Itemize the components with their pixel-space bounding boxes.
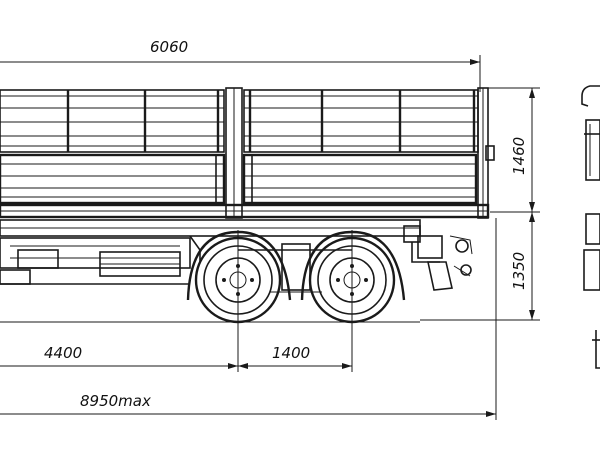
side-height-label: 1460	[510, 137, 528, 175]
battery-box	[17, 249, 59, 269]
height-arrow-top	[529, 88, 535, 98]
body-length-arrow	[470, 59, 480, 65]
body-length-dimension: 6060	[0, 38, 481, 92]
height-arrow-mid-down	[529, 212, 535, 222]
bogie-suspension	[238, 243, 352, 293]
cargo-body	[0, 87, 495, 219]
axle-dimensions: 4400 1400	[0, 344, 352, 369]
rear-hitch-assembly	[403, 225, 473, 291]
lower-side-board-rear	[242, 153, 478, 205]
height-arrow-bottom	[529, 310, 535, 320]
front-view-partial	[581, 85, 600, 369]
rear-axle-front-wheel	[186, 230, 292, 324]
height-arrow-mid-up	[529, 202, 535, 212]
axle-spacing-label: 1400	[272, 344, 310, 362]
tow-hook	[427, 261, 453, 291]
platform-height-label: 1350	[510, 252, 528, 290]
height-dimensions: 1460 1350	[420, 87, 540, 321]
body-length-label: 6060	[150, 38, 188, 56]
upper-side-board-front	[0, 89, 225, 153]
side-box	[0, 237, 191, 269]
rear-light	[417, 235, 443, 259]
upper-side-board-rear	[243, 89, 479, 153]
front-to-axle-label: 4400	[44, 344, 82, 362]
front-view-body	[585, 119, 600, 181]
lower-side-board-front	[0, 153, 226, 205]
rear-axle-rear-wheel	[300, 230, 406, 324]
reference-lines	[0, 218, 497, 420]
overall-length-label: 8950max	[80, 392, 151, 410]
overall-length-dimension: 8950max	[0, 392, 496, 417]
